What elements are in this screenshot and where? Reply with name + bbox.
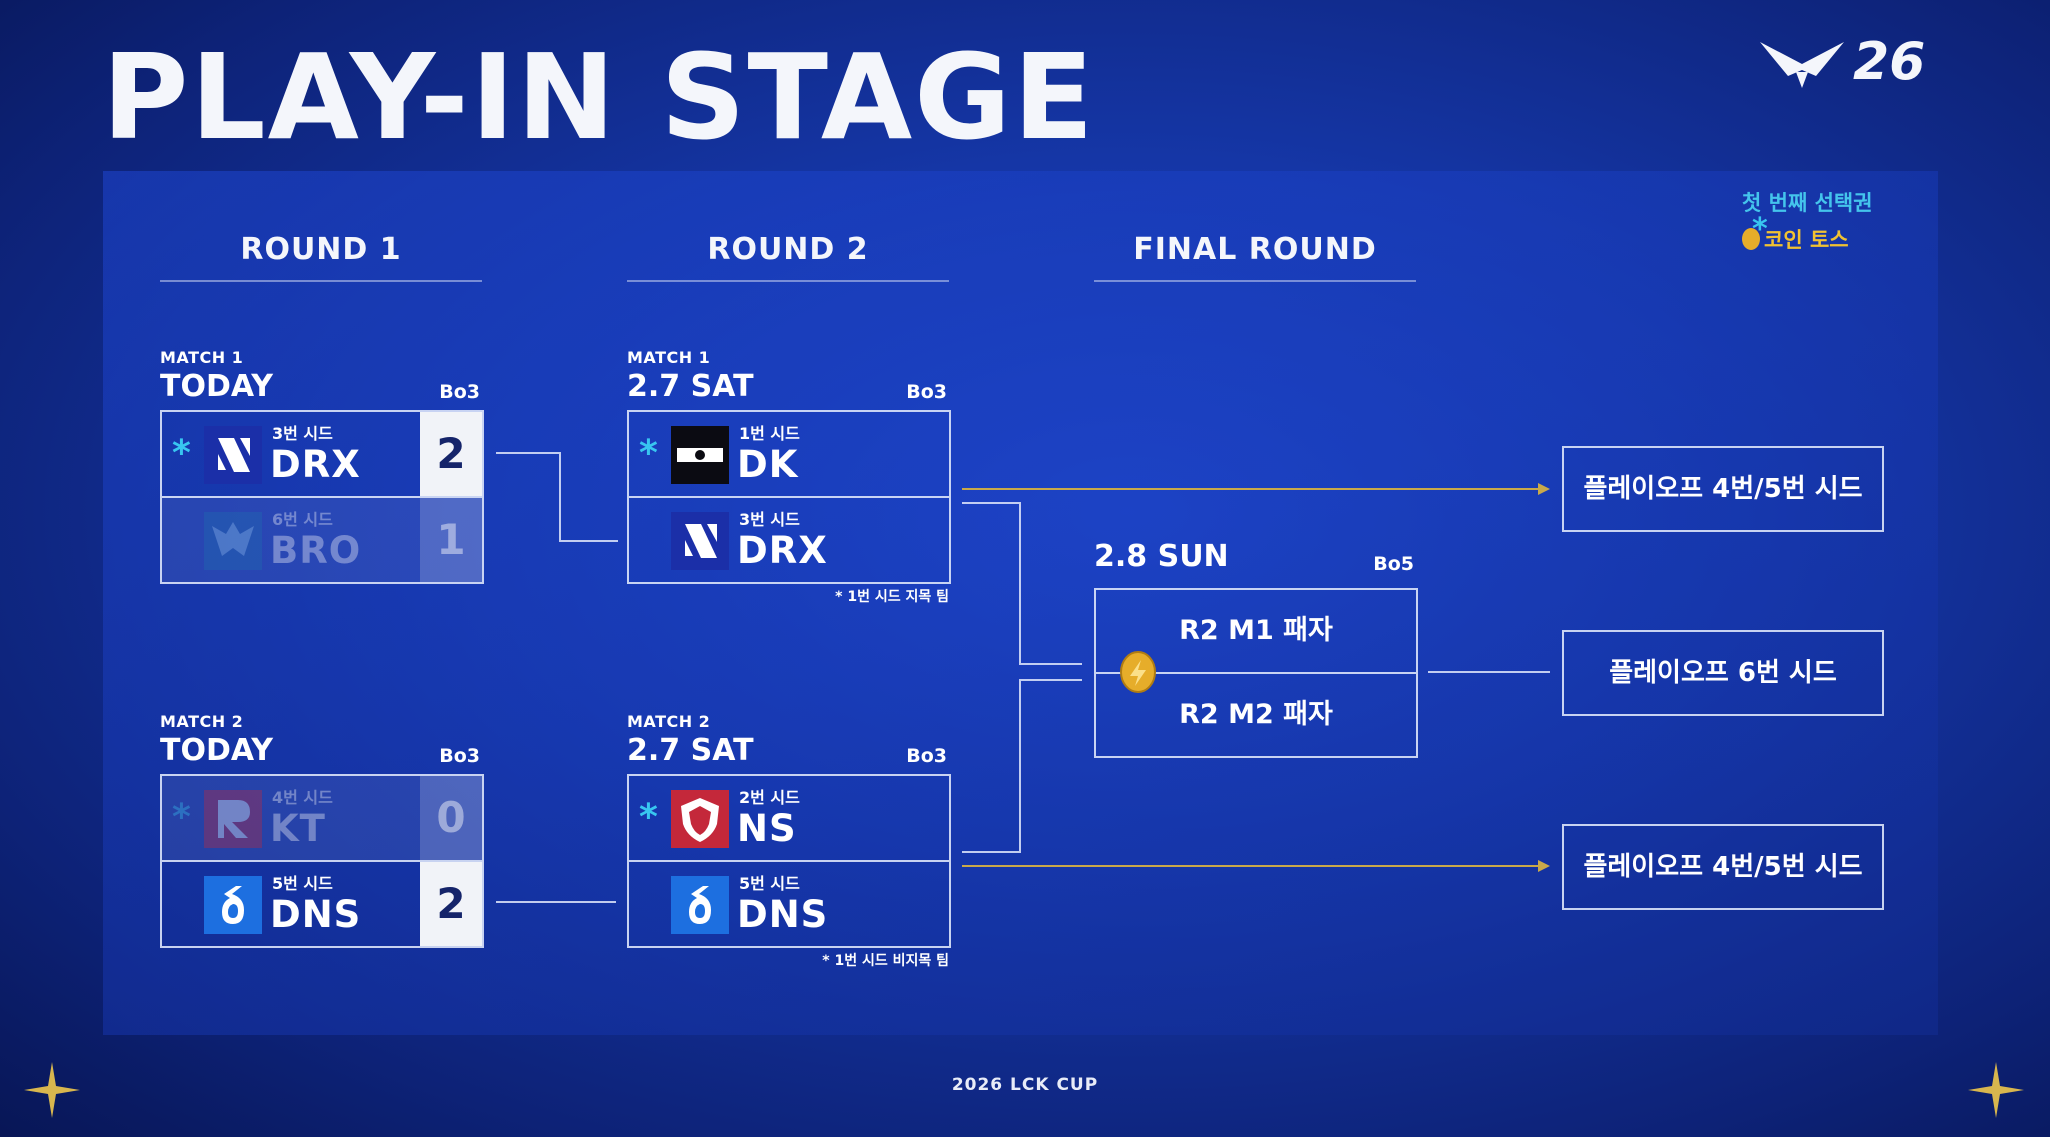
team-seed: 3번 시드: [272, 424, 333, 443]
coin-icon: [1742, 228, 1760, 250]
r2m2-format: Bo3: [906, 745, 947, 767]
team-row[interactable]: 5번 시드 DNS 2: [162, 860, 482, 946]
team-seed: 3번 시드: [739, 510, 800, 529]
team-name: DRX: [737, 529, 828, 572]
team-name: NS: [737, 807, 797, 850]
first-pick-asterisk-icon: *: [639, 797, 658, 838]
team-row[interactable]: * 3번 시드 DRX 2: [162, 412, 482, 496]
r1m2-date: TODAY: [160, 733, 273, 768]
r2m2-note: * 1번 시드 비지목 팀: [822, 953, 949, 969]
first-pick-asterisk-icon: *: [172, 433, 191, 474]
drx-logo-icon: [204, 426, 262, 484]
r2m1-format: Bo3: [906, 381, 947, 403]
r1m1-format: Bo3: [439, 381, 480, 403]
r2m2-label: MATCH 2: [627, 712, 711, 731]
team-row[interactable]: * 2번 시드 NS: [629, 776, 949, 860]
team-name: KT: [270, 807, 326, 850]
team-name: DNS: [737, 893, 829, 936]
final-round-header: FINAL ROUND: [1094, 228, 1416, 282]
destination-playoff-4-5-bottom: 플레이오프 4번/5번 시드: [1562, 824, 1884, 910]
coin-toss-icon: [1120, 651, 1156, 693]
team-row[interactable]: 3번 시드 DRX: [629, 496, 949, 582]
r2m1-label: MATCH 1: [627, 348, 711, 367]
r2m2-card: * 2번 시드 NS 5번 시드 DNS: [627, 774, 951, 948]
dns-logo-icon: [204, 876, 262, 934]
final-date: 2.8 SUN: [1094, 539, 1229, 574]
team-seed: 2번 시드: [739, 788, 800, 807]
r2m1-date: 2.7 SAT: [627, 369, 754, 404]
team-row[interactable]: 6번 시드 BRO 1: [162, 496, 482, 582]
team-seed: 5번 시드: [739, 874, 800, 893]
r1m2-label: MATCH 2: [160, 712, 244, 731]
logo-year: 26: [1853, 32, 1926, 92]
r2m2-date: 2.7 SAT: [627, 733, 754, 768]
r1m1-date: TODAY: [160, 369, 273, 404]
r1m2-card: * 4번 시드 KT 0 5번 시드 DNS 2: [160, 774, 484, 948]
team-row[interactable]: 5번 시드 DNS: [629, 860, 949, 946]
destination-playoff-4-5-top: 플레이오프 4번/5번 시드: [1562, 446, 1884, 532]
final-format: Bo5: [1373, 553, 1414, 575]
lck-cup-logo: 26: [1758, 32, 1948, 92]
team-name: DNS: [270, 893, 362, 936]
round2-header: ROUND 2: [627, 228, 949, 282]
drx-logo-icon: [671, 512, 729, 570]
first-pick-asterisk-icon: *: [639, 433, 658, 474]
team-seed: 4번 시드: [272, 788, 333, 807]
final-slot[interactable]: R2 M1 패자: [1179, 615, 1333, 646]
legend-coin-toss: 코인 토스: [1742, 225, 1942, 255]
bro-logo-icon: [204, 512, 262, 570]
team-score: 2: [420, 412, 482, 496]
team-row[interactable]: * 4번 시드 KT 0: [162, 776, 482, 860]
dns-logo-icon: [671, 876, 729, 934]
final-card: R2 M1 패자 R2 M2 패자: [1094, 588, 1418, 758]
team-row[interactable]: * 1번 시드 DK: [629, 412, 949, 496]
first-pick-asterisk-icon: *: [172, 797, 191, 838]
team-score: 0: [420, 776, 482, 860]
team-seed: 1번 시드: [739, 424, 800, 443]
team-seed: 5번 시드: [272, 874, 333, 893]
r2m1-note: * 1번 시드 지목 팀: [835, 589, 949, 605]
r1m1-card: * 3번 시드 DRX 2 6번 시드 BRO 1: [160, 410, 484, 584]
sparkle-icon: [1968, 1062, 2024, 1118]
team-name: BRO: [270, 529, 362, 572]
round1-header: ROUND 1: [160, 228, 482, 282]
kt-logo-icon: [204, 790, 262, 848]
ns-logo-icon: [671, 790, 729, 848]
dk-logo-icon: [671, 426, 729, 484]
team-score: 2: [420, 862, 482, 946]
destination-playoff-6: 플레이오프 6번 시드: [1562, 630, 1884, 716]
sparkle-icon: [24, 1062, 80, 1118]
r1m2-format: Bo3: [439, 745, 480, 767]
team-seed: 6번 시드: [272, 510, 333, 529]
page-title: PLAY-IN STAGE: [102, 28, 1096, 166]
r2m1-card: * 1번 시드 DK 3번 시드 DRX: [627, 410, 951, 584]
wing-logo-icon: [1760, 42, 1844, 88]
footer-text: 2026 LCK CUP: [951, 1075, 1099, 1095]
team-name: DK: [737, 443, 799, 486]
final-slot[interactable]: R2 M2 패자: [1096, 672, 1416, 756]
r1m1-label: MATCH 1: [160, 348, 244, 367]
team-score: 1: [420, 498, 482, 582]
team-name: DRX: [270, 443, 361, 486]
legend-first-pick: *첫 번째 선택권: [1742, 188, 1942, 247]
